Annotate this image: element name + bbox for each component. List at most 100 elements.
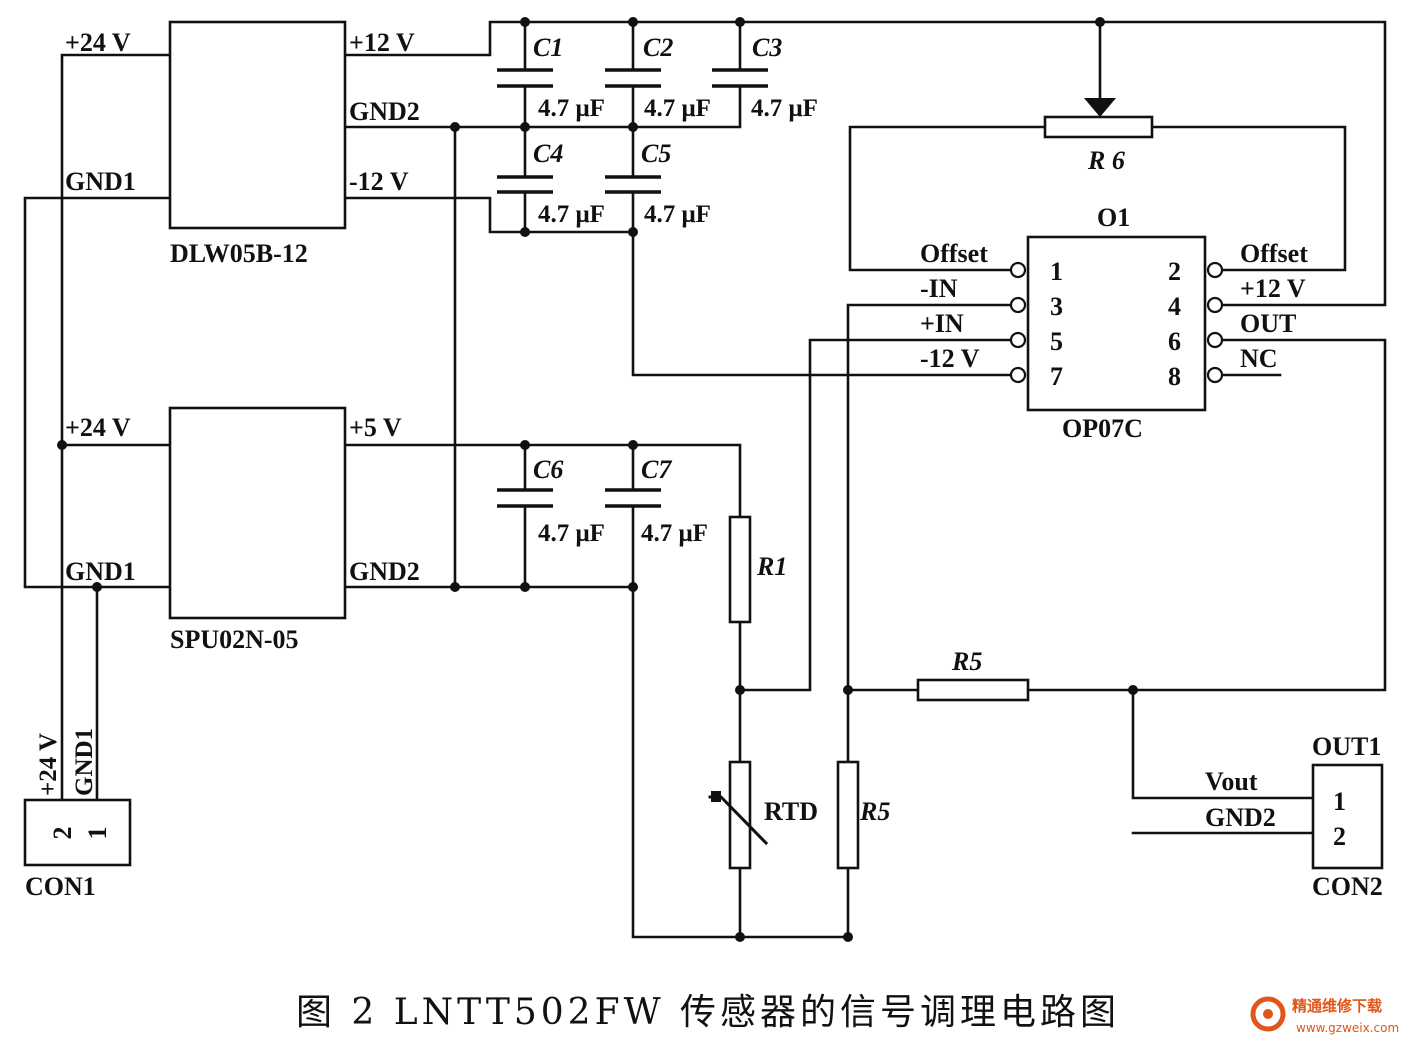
junction-dot [450, 582, 460, 592]
connector-body [1311, 763, 1384, 870]
capacitor-ref: C2 [643, 33, 673, 62]
connector-con2: OUT1 1 2 Vout GND2 CON2 [1205, 732, 1384, 901]
resistor-ref: R1 [756, 552, 787, 581]
thermistor-hook-icon [711, 791, 721, 802]
pin-number: 7 [1050, 362, 1063, 391]
connector-con1: +24 V GND1 2 1 CON1 [23, 728, 132, 901]
spu-module-body [168, 406, 347, 620]
pin-signal-label: Offset [1240, 239, 1308, 268]
dlw-input-positive-label: +24 V [65, 28, 131, 57]
wire-plus12v [343, 20, 1387, 307]
watermark-logo-center-icon [1263, 1009, 1273, 1019]
con2-pin2-net-label: GND2 [1205, 803, 1276, 832]
resistor-r1: R1 [728, 515, 787, 624]
pin-number: 1 [1050, 257, 1063, 286]
pin-signal-label: +IN [920, 309, 964, 338]
watermark: 精通维修下载 www.gzweix.com [1250, 996, 1399, 1035]
junction-dot [628, 17, 638, 27]
wire-minus12v [343, 190, 1013, 377]
resistor-r5-horizontal: R5 [916, 647, 1030, 702]
wire-plus5v [343, 443, 742, 519]
capacitor-ref: C4 [533, 139, 563, 168]
pin-3 [1009, 296, 1027, 314]
junction-dot [520, 582, 530, 592]
dlw-part-number: DLW05B-12 [170, 239, 308, 268]
junction-dot [450, 122, 460, 132]
resistor-ref: R 6 [1087, 146, 1125, 175]
capacitor-c1: C1 4.7 μF [497, 33, 605, 122]
junctions [57, 17, 1138, 942]
con1-pin1-number: 1 [83, 827, 112, 840]
capacitor-c3: C3 4.7 μF [712, 33, 818, 122]
capacitor-ref: C5 [641, 139, 671, 168]
wire-inverting-input [846, 303, 1013, 764]
junction-dot [735, 685, 745, 695]
resistor-body [836, 760, 860, 870]
spu-output-positive-label: +5 V [349, 413, 402, 442]
pin-signal-label: NC [1240, 344, 1278, 373]
junction-dot [520, 227, 530, 237]
pin-5 [1009, 331, 1027, 349]
capacitor-c7: C7 4.7 μF [605, 455, 708, 547]
potentiometer-r6: R 6 [1043, 98, 1154, 175]
pin-7 [1009, 366, 1027, 384]
spu-output-common-label: GND2 [349, 557, 420, 586]
resistor-body [1043, 115, 1154, 139]
capacitor-value: 4.7 μF [538, 95, 605, 122]
junction-dot [92, 582, 102, 592]
junction-dot [628, 227, 638, 237]
watermark-name: 精通维修下载 [1292, 997, 1382, 1015]
junction-dot [57, 440, 67, 450]
capacitor-ref: C7 [641, 455, 672, 484]
wire-gnd2-lower [343, 504, 850, 939]
pin-2 [1206, 261, 1224, 279]
spu-input-ground-label: GND1 [65, 557, 136, 586]
rtd-ref: RTD [764, 797, 818, 826]
capacitor-ref: C6 [533, 455, 563, 484]
resistor-ref: R5 [951, 647, 982, 676]
capacitor-value: 4.7 μF [538, 201, 605, 228]
spu-input-positive-label: +24 V [65, 413, 131, 442]
capacitor-value: 4.7 μF [641, 520, 708, 547]
con2-label: OUT1 [1312, 732, 1381, 761]
wires [23, 20, 1387, 939]
pin-number: 6 [1168, 327, 1181, 356]
con1-pin2-net-label: +24 V [35, 733, 62, 796]
capacitor-value: 4.7 μF [538, 520, 605, 547]
con2-ref: CON2 [1312, 872, 1383, 901]
pin-signal-label: Offset [920, 239, 988, 268]
opamp-ref: O1 [1097, 203, 1130, 232]
capacitor-ref: C1 [533, 33, 563, 62]
junction-dot [843, 685, 853, 695]
pin-1 [1009, 261, 1027, 279]
resistor-body [728, 515, 752, 624]
junction-dot [1095, 17, 1105, 27]
junction-dot [843, 932, 853, 942]
capacitor-ref: C3 [752, 33, 782, 62]
wire-output [1026, 338, 1387, 800]
pin-number: 3 [1050, 292, 1063, 321]
pin-signal-label: -IN [920, 274, 958, 303]
capacitor-c2: C2 4.7 μF [605, 33, 711, 122]
capacitor-value: 4.7 μF [644, 201, 711, 228]
junction-dot [735, 932, 745, 942]
junction-dot [735, 17, 745, 27]
capacitor-value: 4.7 μF [644, 95, 711, 122]
pin-number: 5 [1050, 327, 1063, 356]
opamp-body [1026, 235, 1207, 412]
resistor-r5-vertical: R5 [836, 760, 890, 870]
resistor-body [916, 678, 1030, 702]
con1-pin1-net-label: GND1 [71, 728, 98, 796]
dcdc-module-spu02n-05: +24 V GND1 +5 V GND2 SPU02N-05 [65, 406, 420, 654]
resistor-ref: R5 [859, 797, 890, 826]
dcdc-module-dlw05b-12: +24 V GND1 +12 V GND2 -12 V DLW05B-12 [65, 20, 420, 268]
pin-4 [1206, 296, 1224, 314]
junction-dot [520, 17, 530, 27]
dlw-output-common-label: GND2 [349, 97, 420, 126]
junction-dot [628, 122, 638, 132]
dlw-module-body [168, 20, 347, 230]
figure-caption: 图 2 LNTT502FW 传感器的信号调理电路图 [296, 992, 1120, 1033]
wire-offset [848, 125, 1347, 272]
watermark-logo-icon [1250, 996, 1286, 1032]
pin-signal-label: +12 V [1240, 274, 1306, 303]
